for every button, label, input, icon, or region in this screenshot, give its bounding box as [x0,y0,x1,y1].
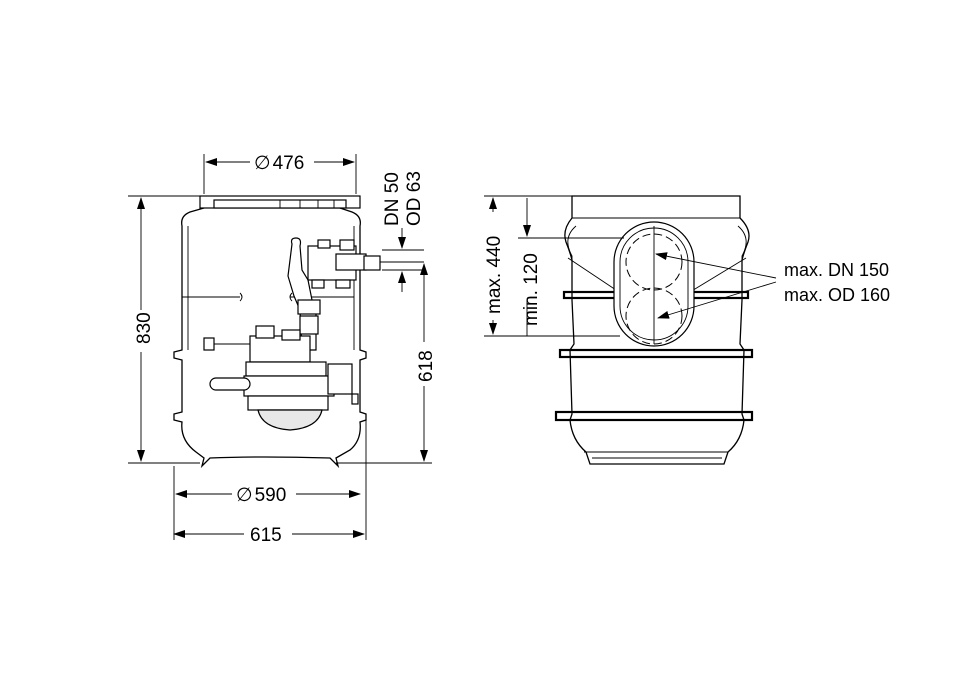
dim-overall-width: 615 [173,525,365,546]
side-base [584,451,728,459]
max-height-value: max. 440 [484,236,505,314]
outlet-pipe [363,255,381,271]
dim-bottom-diameter: ∅590 [173,420,367,540]
side-rib-left [567,225,577,300]
dim-max-min: max. 440 min. 120 [484,195,624,337]
dim-top-diameter: ∅476 [203,153,357,194]
pump-volute [257,409,323,431]
pipe-od-label: OD 63 [404,171,425,226]
right-view-tank [554,195,754,465]
pump-motor-top [249,335,311,363]
min-height-value: min. 120 [521,253,542,326]
diameter-symbol: ∅ [254,153,271,174]
inlet-circle-upper [625,233,683,291]
bottom-diameter-value: 590 [255,485,287,506]
pipe-coupling-2 [299,315,319,335]
pump-housing [243,375,335,397]
inlet-circle-lower [625,287,683,345]
left-view-tank [173,195,424,469]
overall-width-value: 615 [250,525,282,546]
pump-motor-body [245,361,327,377]
inlet-dn-label: max. DN 150 [784,260,889,280]
svg-text:∅590: ∅590 [236,485,286,506]
dim-inlet-height: 618 [336,263,437,464]
pump-side-unit [327,363,353,395]
pipe-coupling [297,299,321,315]
band-lower [554,410,754,422]
side-tank-body [564,195,750,465]
total-height-value: 830 [134,312,155,344]
inlet-od-label: max. OD 160 [784,285,890,305]
pipe-connection-label: DN 50 OD 63 [382,171,425,292]
band-mid [558,348,754,359]
inlet-leaders: max. DN 150 max. OD 160 [655,252,890,319]
diameter-symbol-2: ∅ [236,485,253,506]
svg-text:∅476: ∅476 [254,153,304,174]
pipe-dn-label: DN 50 [382,172,403,226]
inlet-height-value: 618 [416,350,437,382]
tank-outer-wall [173,207,367,469]
side-rib-right [737,225,747,300]
dim-total-height: 830 [128,195,200,464]
top-diameter-value: 476 [273,153,305,174]
float-switch [209,377,251,391]
